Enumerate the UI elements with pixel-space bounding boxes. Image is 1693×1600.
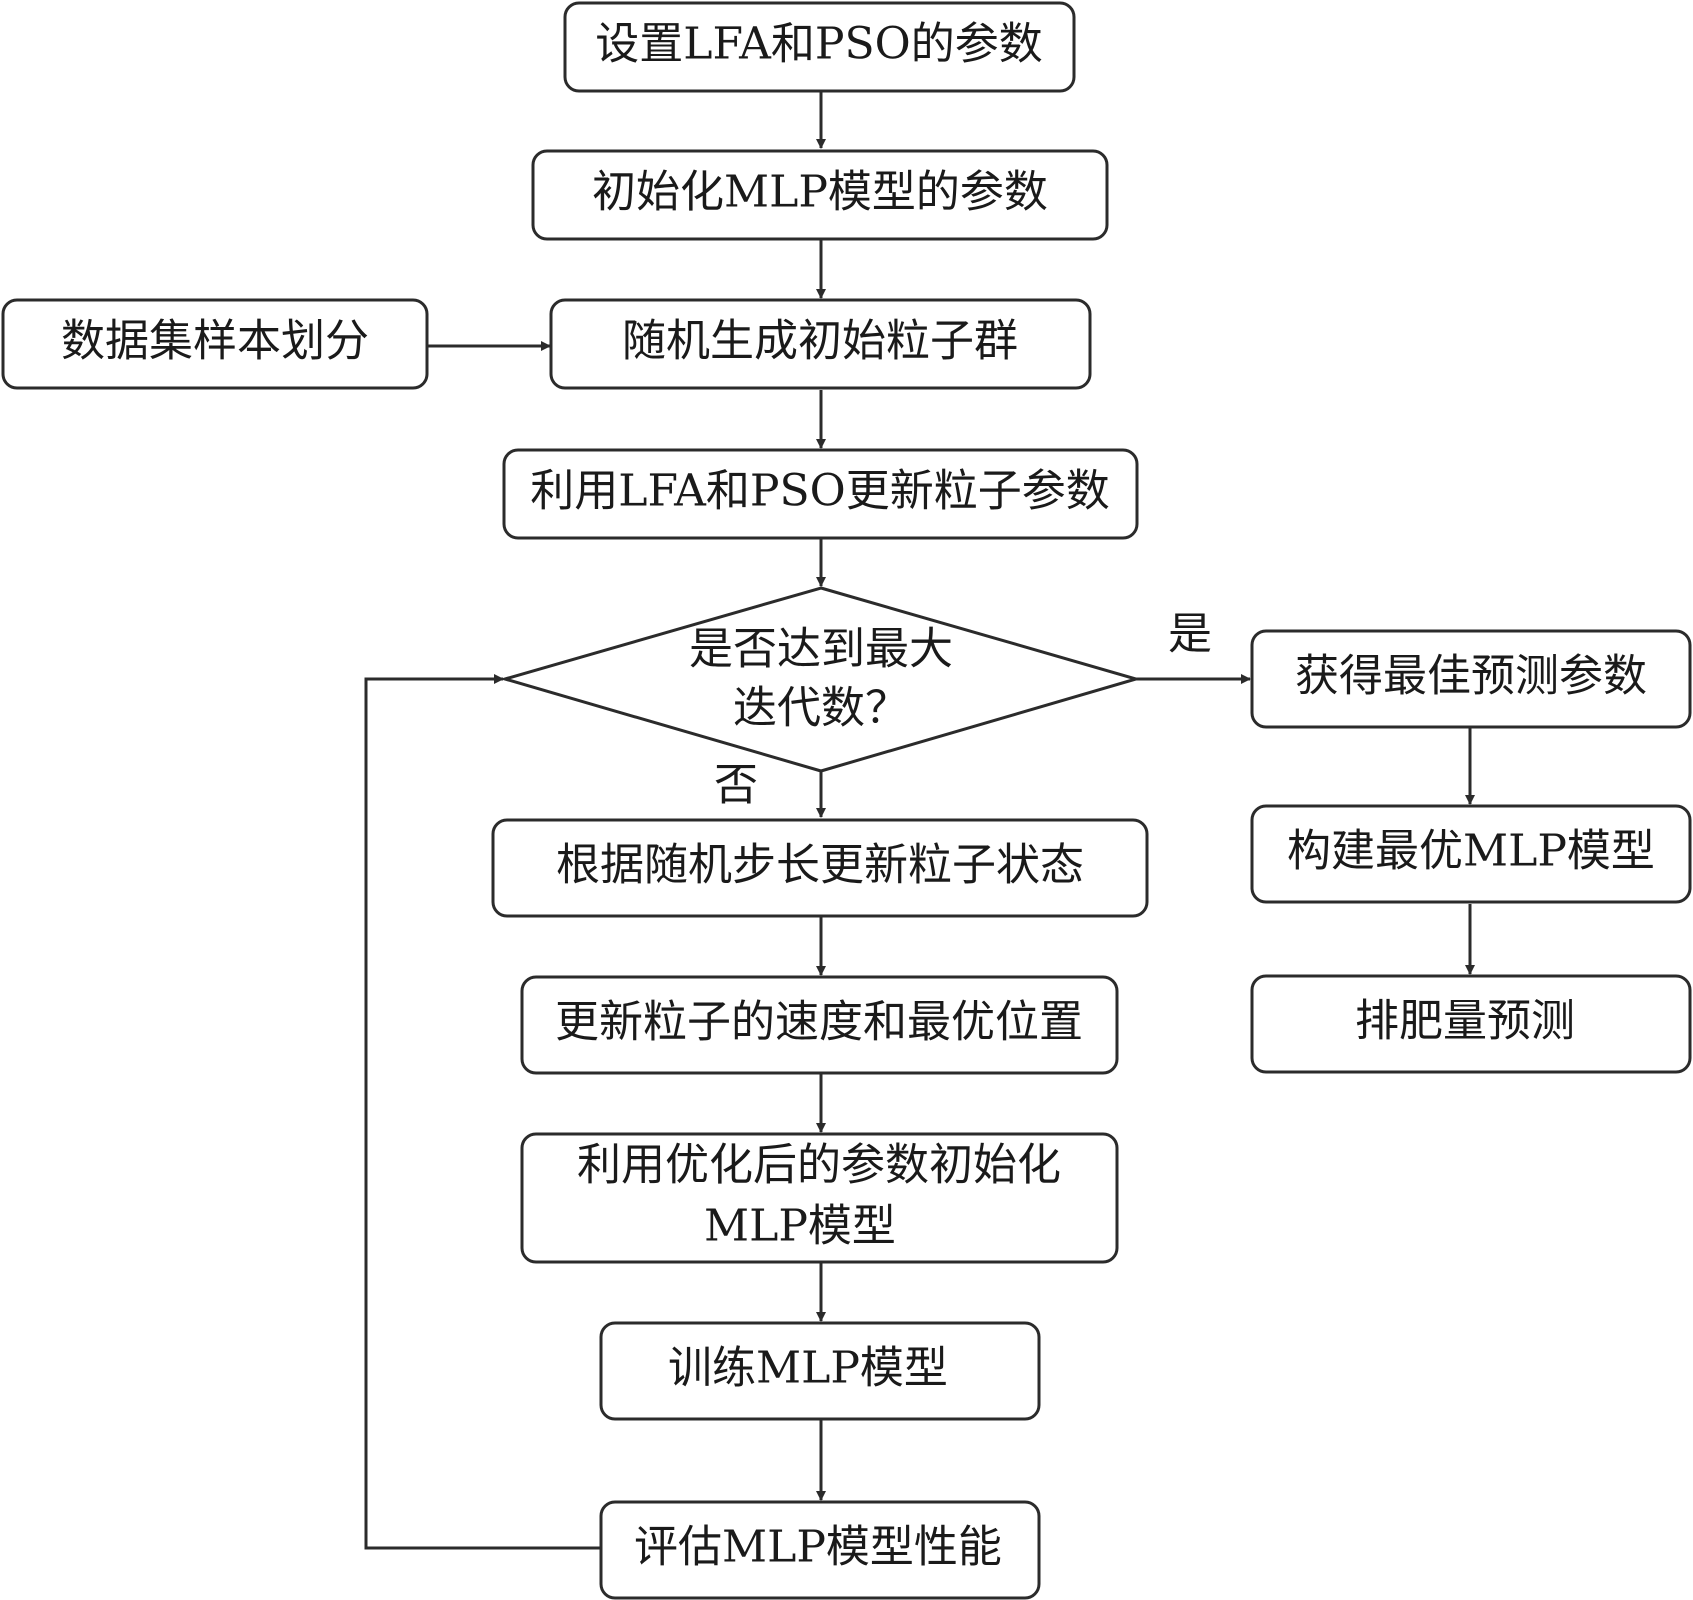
yes-label: 是 bbox=[1168, 609, 1212, 660]
svg-text:数据集样本划分: 数据集样本划分 bbox=[61, 316, 369, 367]
node-init-optimized: 利用优化后的参数初始化 MLP模型 bbox=[520, 1132, 1119, 1264]
svg-text:训练MLP模型: 训练MLP模型 bbox=[668, 1343, 948, 1394]
node-max-iter-decision: 是否达到最大 迭代数？ bbox=[499, 586, 1142, 773]
svg-text:更新粒子的速度和最优位置: 更新粒子的速度和最优位置 bbox=[555, 997, 1083, 1048]
svg-text:构建最优MLP模型: 构建最优MLP模型 bbox=[1287, 826, 1655, 877]
svg-text:设置LFA和PSO的参数: 设置LFA和PSO的参数 bbox=[595, 19, 1043, 70]
svg-text:迭代数？: 迭代数？ bbox=[733, 683, 909, 734]
node-init-mlp: 初始化MLP模型的参数 bbox=[531, 149, 1109, 241]
svg-text:利用LFA和PSO更新粒子参数: 利用LFA和PSO更新粒子参数 bbox=[530, 466, 1110, 517]
no-label: 否 bbox=[714, 760, 758, 811]
node-predict: 排肥量预测 bbox=[1250, 974, 1692, 1074]
node-set-params: 设置LFA和PSO的参数 bbox=[563, 1, 1076, 93]
node-build-optimal: 构建最优MLP模型 bbox=[1250, 804, 1692, 904]
node-evaluate-mlp: 评估MLP模型性能 bbox=[599, 1500, 1041, 1600]
node-train-mlp: 训练MLP模型 bbox=[599, 1321, 1041, 1421]
svg-text:利用优化后的参数初始化: 利用优化后的参数初始化 bbox=[577, 1140, 1061, 1191]
node-random-swarm: 随机生成初始粒子群 bbox=[549, 298, 1092, 390]
svg-text:获得最佳预测参数: 获得最佳预测参数 bbox=[1295, 651, 1647, 702]
svg-text:根据随机步长更新粒子状态: 根据随机步长更新粒子状态 bbox=[556, 840, 1084, 891]
svg-text:MLP模型: MLP模型 bbox=[704, 1201, 896, 1252]
svg-text:排肥量预测: 排肥量预测 bbox=[1355, 996, 1575, 1047]
svg-text:评估MLP模型性能: 评估MLP模型性能 bbox=[634, 1522, 1002, 1573]
edge-evaluate-loop-back bbox=[364, 674, 600, 1550]
svg-text:是否达到最大: 是否达到最大 bbox=[689, 624, 953, 675]
node-update-state: 根据随机步长更新粒子状态 bbox=[491, 818, 1149, 918]
node-update-velocity: 更新粒子的速度和最优位置 bbox=[520, 975, 1119, 1075]
svg-text:随机生成初始粒子群: 随机生成初始粒子群 bbox=[622, 316, 1018, 367]
node-dataset-split: 数据集样本划分 bbox=[1, 298, 429, 390]
node-update-params: 利用LFA和PSO更新粒子参数 bbox=[502, 448, 1139, 540]
svg-text:初始化MLP模型的参数: 初始化MLP模型的参数 bbox=[592, 167, 1048, 218]
node-best-params: 获得最佳预测参数 bbox=[1250, 629, 1692, 729]
